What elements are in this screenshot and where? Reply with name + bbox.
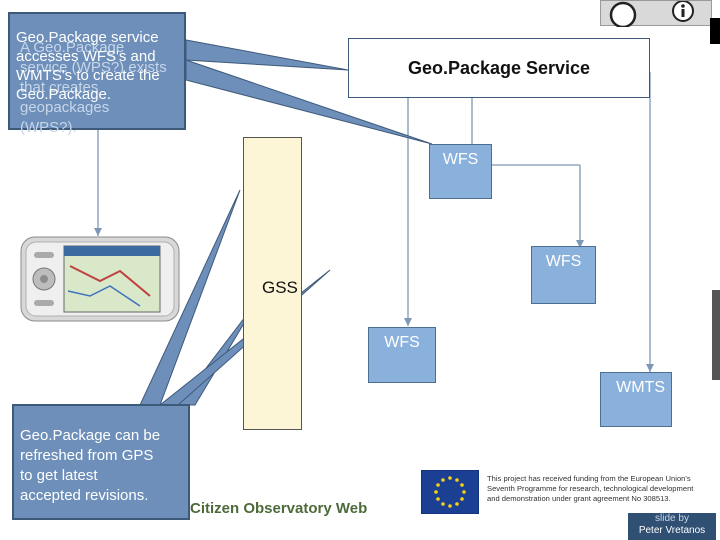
gss-box — [243, 137, 302, 430]
right-edge-mark — [710, 18, 720, 44]
license-icons — [600, 0, 712, 29]
callout-top-overlay-line-1: A Geo.Package — [20, 39, 125, 56]
callout-bottom-line-2: refreshed from GPS — [20, 447, 154, 464]
callout-top-overlay-line-2: service (WPS?) exists — [20, 59, 167, 76]
gss-label: GSS — [262, 278, 298, 297]
callout-top-overlay-line-5: (WPS?). — [20, 119, 77, 136]
wfs-box-2: WFS — [531, 246, 596, 304]
callout-top-overlay-line-3: that creates — [20, 79, 99, 96]
footer-band: Citizen Observatory Web — [0, 496, 720, 522]
callout-bottom-line-4: accepted revisions. — [20, 487, 149, 504]
callout-top-line-4: Geo.Package. — [16, 86, 112, 103]
wfs-label-1: WFS — [442, 151, 479, 168]
wfs-label-2: WFS — [545, 253, 582, 270]
wfs-label-3: WFS — [384, 334, 420, 351]
slide-credit: slide by Peter Vretanos — [628, 513, 716, 540]
info-icon — [672, 0, 694, 22]
wfs-box-1: WFS — [429, 144, 492, 199]
eu-funding-notice: This project has received funding from t… — [487, 474, 693, 504]
eu-notice-line-3: and demonstration under grant agreement … — [487, 494, 671, 503]
wmts-label: WMTS — [616, 379, 665, 396]
cc-icon — [609, 1, 637, 29]
callout-top-overlay-text: A Geo.Package service (WPS?) exists that… — [20, 38, 167, 138]
callout-top-line-3: WMTS's to create the — [16, 67, 160, 84]
callout-top-overlay-line-4: geopackages — [20, 99, 110, 116]
wfs-box-3: WFS — [368, 327, 436, 383]
callout-top-text: Geo.Package service accesses WFS's and W… — [16, 28, 160, 104]
right-edge-shade — [712, 290, 720, 380]
callout-top-line-1: Geo.Package service — [16, 29, 159, 46]
eu-notice-line-2: Seventh Programme for research, technolo… — [487, 484, 694, 493]
geopackage-service-box: Geo.Package Service — [348, 38, 650, 98]
credit-line-2: Peter Vretanos — [638, 525, 706, 536]
credit-line-1: slide by — [655, 513, 689, 524]
eu-notice-line-1: This project has received funding from t… — [487, 474, 691, 483]
footer-project-name: Citizen Observatory Web — [190, 500, 368, 517]
callout-bottom-line-1: Geo.Package can be — [20, 427, 161, 444]
callout-top: A Geo.Package service (WPS?) exists that… — [8, 12, 186, 136]
eu-flag-icon — [420, 469, 480, 515]
wmts-box: WMTS — [600, 372, 672, 427]
callout-bottom-line-3: to get latest — [20, 467, 98, 484]
geopackage-service-label: Geo.Package Service — [407, 57, 591, 78]
callout-bottom: Geo.Package can be refreshed from GPS to… — [12, 404, 190, 520]
callout-top-line-2: accesses WFS's and — [16, 48, 156, 65]
smartphone-icon — [20, 236, 180, 322]
